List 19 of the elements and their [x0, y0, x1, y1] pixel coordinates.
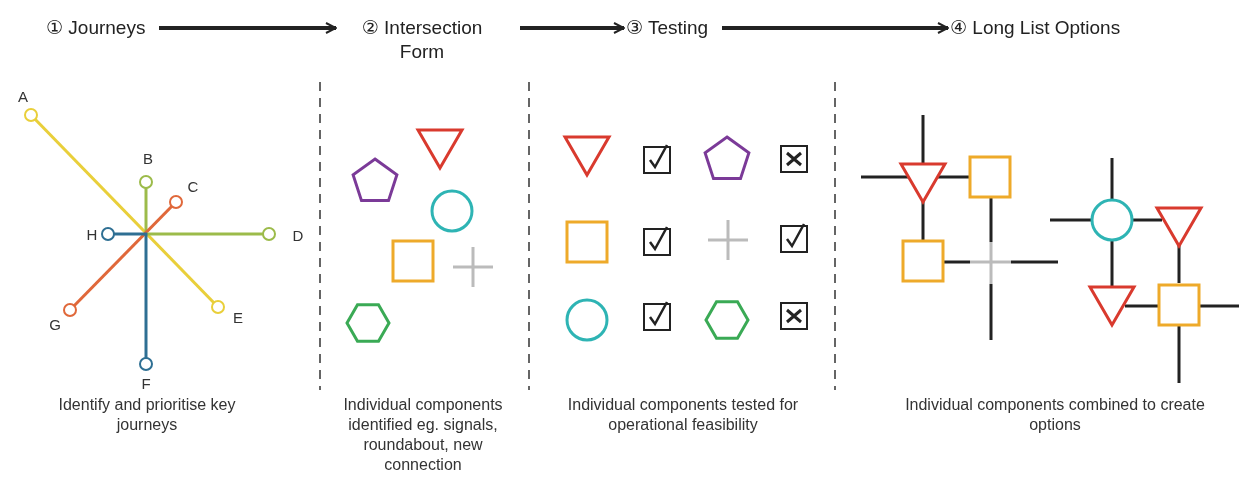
step-heading: ③ Testing — [626, 16, 709, 40]
journey-letter: H — [86, 225, 98, 243]
journey-letter: F — [141, 374, 151, 392]
step-description: Individual components tested for operational feasibility — [566, 395, 800, 435]
journey-letter: B — [143, 149, 153, 167]
step-heading: ② Intersection Form — [338, 16, 506, 64]
step-heading: ④ Long List Options — [950, 16, 1121, 40]
step-description: Identify and prioritise key journeys — [57, 395, 237, 435]
journey-letter: C — [187, 177, 199, 195]
step-description: Individual components identified eg. signals, roundabout, new connection — [342, 395, 504, 475]
arrow — [159, 22, 337, 34]
step-description: Individual components combined to create options — [904, 395, 1206, 435]
arrow — [520, 22, 625, 34]
journey-letter: D — [292, 226, 304, 244]
journey-letter: A — [18, 87, 28, 105]
arrow — [722, 22, 949, 34]
journey-letter: G — [49, 315, 61, 333]
journey-letter: E — [233, 308, 243, 326]
step-heading: ① Journeys — [46, 16, 146, 40]
